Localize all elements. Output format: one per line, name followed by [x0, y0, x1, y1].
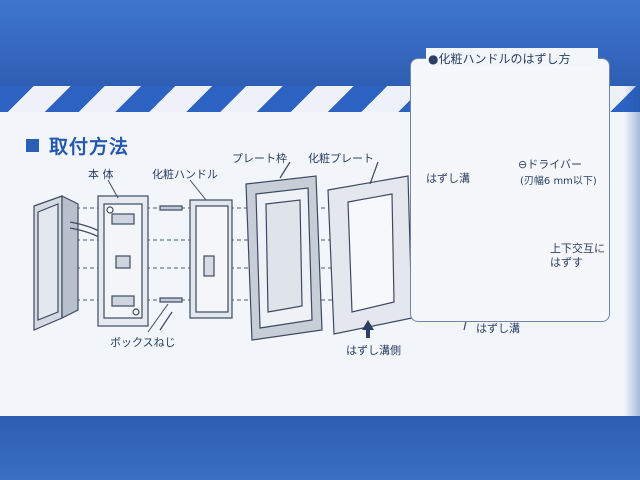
label-driver-spec: (刃幅6 mm以下)	[520, 176, 597, 187]
label-groove-top: はずし溝	[426, 172, 470, 185]
switch-body	[97, 195, 149, 327]
label-frame: プレート枠	[232, 152, 287, 165]
decorative-plate	[327, 161, 413, 335]
label-groove-bottom: はずし溝	[476, 322, 520, 335]
square-bullet-icon	[26, 139, 39, 152]
detail-title: ●化粧ハンドルのはずし方	[428, 52, 571, 66]
box-screws	[159, 205, 183, 331]
plate-frame	[245, 161, 323, 341]
removal-detail-panel	[410, 58, 610, 322]
label-alternate-1: 上下交互に	[550, 242, 605, 255]
label-driver: ⊖ドライバー	[518, 158, 582, 171]
section-title: 取付方法	[49, 136, 130, 158]
label-handle: 化粧ハンドル	[152, 168, 218, 181]
decorative-handle	[189, 199, 233, 319]
label-box-screw: ボックスねじ	[110, 336, 176, 349]
label-alternate-2: はずす	[550, 256, 583, 269]
box-bottom-edge	[0, 410, 640, 480]
label-plate: 化粧プレート	[308, 152, 374, 165]
label-body: 本 体	[88, 168, 114, 181]
wall-box	[33, 195, 105, 331]
section-header: 取付方法	[26, 132, 129, 159]
label-groove-side: はずし溝側	[346, 344, 401, 357]
up-arrow-icon	[362, 320, 374, 338]
